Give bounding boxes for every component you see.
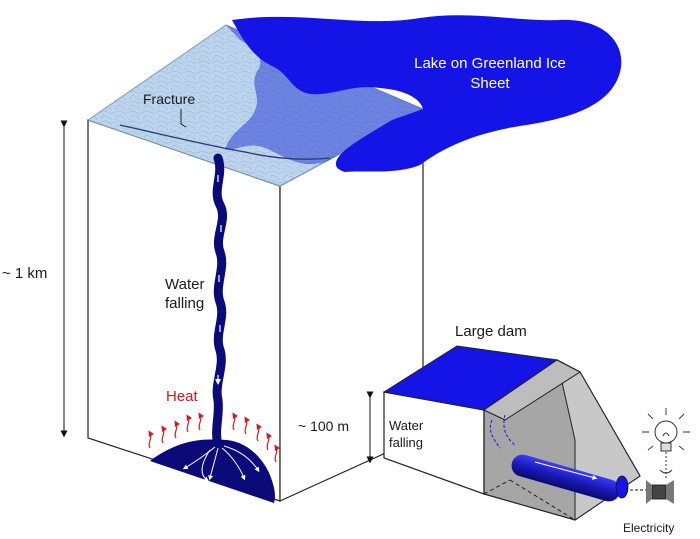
heat-arrows (148, 412, 281, 463)
electricity-label: Electricity (623, 521, 675, 535)
fracture-label: Fracture (143, 91, 196, 107)
water-falling-shaft-label: Water falling (165, 276, 205, 312)
penstock-pipe (511, 454, 621, 502)
height-km-label: ~ 1 km (2, 265, 48, 282)
ice-block (86, 24, 425, 502)
generator-icon (651, 484, 667, 500)
fracture-pointer (180, 109, 187, 128)
moulin-water-column (212, 153, 228, 450)
lake-label: Lake on Greenland Ice Sheet (395, 54, 585, 94)
light-bulb-icon (642, 408, 690, 478)
dam-block (382, 345, 674, 521)
heat-label: Heat (166, 388, 198, 405)
large-dam-label: Large dam (455, 323, 527, 340)
height-dam-label: ~ 100 m (298, 418, 349, 434)
fracture-line (119, 124, 331, 160)
greenland-lake (232, 15, 622, 172)
water-falling-dam-label: Water falling (389, 418, 424, 450)
lake-label-line: Lake on Greenland Ice Sheet (414, 55, 566, 92)
